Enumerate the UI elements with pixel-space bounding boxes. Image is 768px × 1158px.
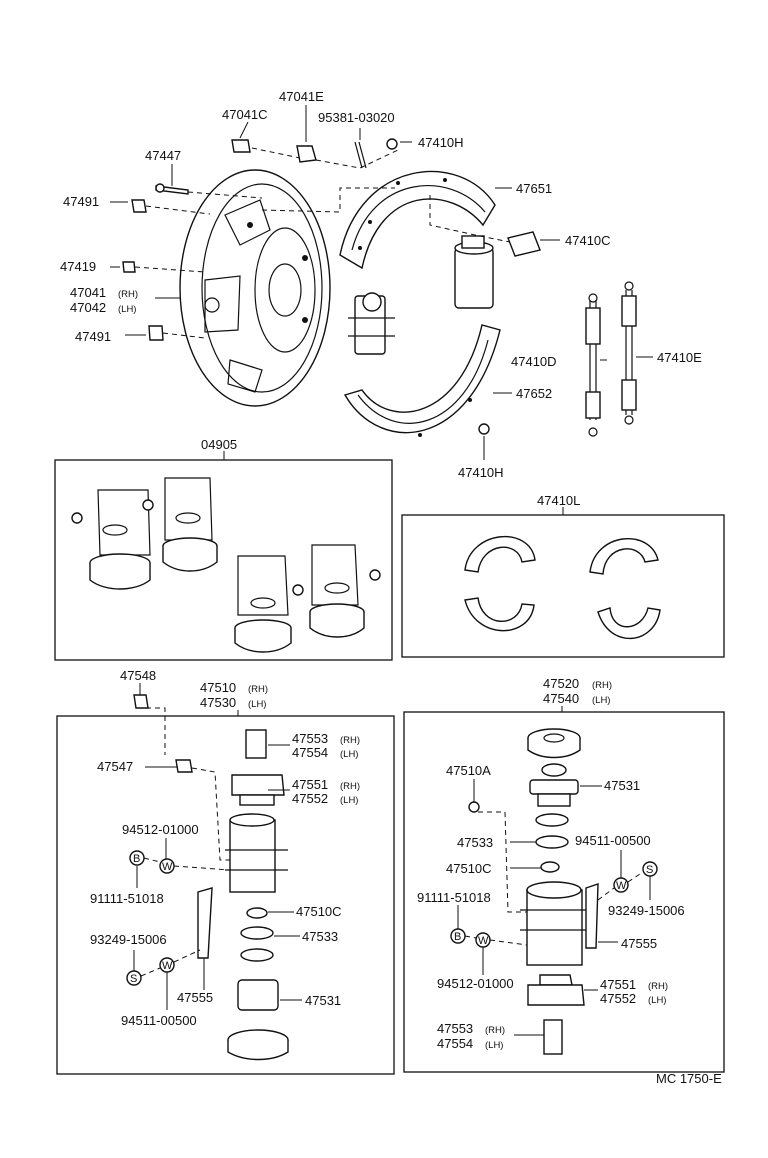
label-47552-left: 47552	[292, 791, 328, 806]
label-47548: 47548	[120, 668, 156, 683]
box-47410L	[401, 514, 725, 658]
label-47554-right-lh: (LH)	[485, 1040, 503, 1051]
label-47410H-bottom: 47410H	[458, 465, 504, 480]
label-47510A: 47510A	[446, 763, 491, 778]
label-47540-lh: (LH)	[592, 695, 610, 706]
label-94512-01000-right: 94512-01000	[437, 976, 514, 991]
label-93249-15006-left: 93249-15006	[90, 932, 167, 947]
label-47520-rh: (RH)	[592, 680, 612, 691]
bolt-symbol: B	[133, 853, 140, 865]
washer-symbol: W	[162, 960, 173, 972]
label-47510C-left: 47510C	[296, 904, 342, 919]
label-47520: 47520	[543, 676, 579, 691]
label-47419: 47419	[60, 259, 96, 274]
label-47410D: 47410D	[511, 354, 557, 369]
label-47551-left: 47551	[292, 777, 328, 792]
label-47410L: 47410L	[537, 493, 580, 508]
label-47552-right-lh: (LH)	[648, 995, 666, 1006]
label-47041E: 47041E	[279, 89, 324, 104]
box-cylinder-rh-lh-right	[403, 711, 725, 1073]
label-91111-51018-right: 91111-51018	[417, 890, 491, 905]
washer-symbol: W	[162, 861, 173, 873]
label-47533-right: 47533	[457, 835, 493, 850]
label-47555-right: 47555	[621, 936, 657, 951]
label-47042: 47042	[70, 300, 106, 315]
bolt-symbol: B	[454, 931, 461, 943]
kit-47410L-drawings	[464, 536, 661, 640]
wheel-cylinder-drawing	[454, 231, 541, 309]
label-47554-left: 47554	[292, 745, 328, 760]
backing-plate-drawing	[179, 169, 331, 407]
right-leader-lines	[457, 779, 651, 1036]
label-47551-right-rh: (RH)	[648, 981, 668, 992]
label-93249-15006-right: 93249-15006	[608, 903, 685, 918]
label-94511-00500-left: 94511-00500	[121, 1013, 197, 1028]
label-47555-left: 47555	[177, 990, 213, 1005]
label-47553-left: 47553	[292, 731, 328, 746]
washer-symbol: W	[478, 935, 489, 947]
spring-washer-symbol: S	[130, 973, 137, 985]
label-47551-right: 47551	[600, 977, 636, 992]
label-47531-left: 47531	[305, 993, 341, 1008]
label-47041: 47041	[70, 285, 106, 300]
left-leader-lines	[133, 683, 302, 1010]
label-47552-left-lh: (LH)	[340, 795, 358, 806]
label-47042-lh: (LH)	[118, 304, 136, 315]
brake-shoe-lower-drawing	[343, 324, 501, 437]
label-47553-right: 47553	[437, 1021, 473, 1036]
part-labels: 47041E 47041C 95381-03020 47410H 47447 4…	[60, 89, 702, 1051]
label-47530: 47530	[200, 695, 236, 710]
left-cylinder-drawings	[133, 694, 289, 1061]
label-47652: 47652	[516, 386, 552, 401]
right-cylinder-drawings	[468, 728, 599, 1055]
label-47540: 47540	[543, 691, 579, 706]
label-47551-left-rh: (RH)	[340, 781, 360, 792]
washer-symbol: W	[616, 880, 627, 892]
label-47510-rh: (RH)	[248, 684, 268, 695]
label-47410H-top: 47410H	[418, 135, 464, 150]
box-cylinder-rh-lh-left	[56, 715, 395, 1075]
label-47530-lh: (LH)	[248, 699, 266, 710]
label-94511-00500-right: 94511-00500	[575, 833, 651, 848]
label-95381-03020: 95381-03020	[318, 110, 395, 125]
brake-shoe-upper-drawing	[339, 170, 496, 270]
diagram-code: MC 1750-E	[656, 1071, 722, 1086]
label-47447: 47447	[145, 148, 181, 163]
label-47510C-right: 47510C	[446, 861, 492, 876]
label-47491-bottom: 47491	[75, 329, 111, 344]
label-91111-51018-left: 91111-51018	[90, 891, 164, 906]
label-47410C: 47410C	[565, 233, 611, 248]
kit-04905-drawings	[71, 477, 381, 653]
label-47533-left: 47533	[302, 929, 338, 944]
label-47552-right: 47552	[600, 991, 636, 1006]
label-47547: 47547	[97, 759, 133, 774]
return-springs-drawing	[585, 281, 637, 437]
label-47531-right: 47531	[604, 778, 640, 793]
label-04905: 04905	[201, 437, 237, 452]
label-47554-left-lh: (LH)	[340, 749, 358, 760]
label-47041-rh: (RH)	[118, 289, 138, 300]
label-47553-left-rh: (RH)	[340, 735, 360, 746]
label-47041C: 47041C	[222, 107, 268, 122]
top-leader-lines	[110, 105, 653, 460]
label-47554-right: 47554	[437, 1036, 473, 1051]
left-symbols: B W S W	[126, 850, 175, 986]
label-47510: 47510	[200, 680, 236, 695]
label-47410E: 47410E	[657, 350, 702, 365]
label-94512-01000-left: 94512-01000	[122, 822, 199, 837]
adjuster-drawing	[348, 292, 395, 355]
label-47651: 47651	[516, 181, 552, 196]
fastener-drawings	[122, 138, 398, 341]
label-47491-top: 47491	[63, 194, 99, 209]
label-47553-right-rh: (RH)	[485, 1025, 505, 1036]
spring-washer-symbol: S	[646, 864, 653, 876]
